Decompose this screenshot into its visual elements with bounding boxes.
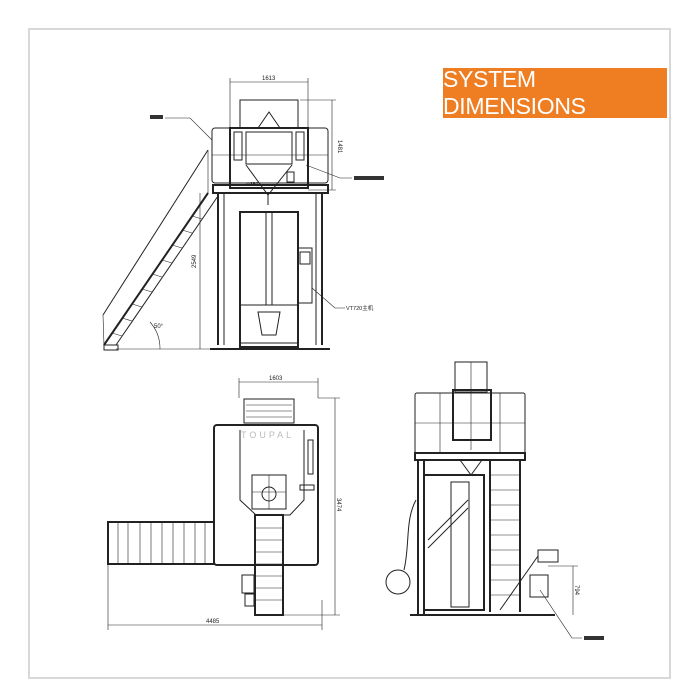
hopper-height-dim: 1481: [336, 140, 342, 154]
watermark: TOUPAL: [241, 430, 294, 440]
conveyor-height-dim: 794: [573, 585, 579, 596]
drawing-frame: [28, 28, 671, 679]
top-view: 1603 TOUPAL 3474: [107, 376, 341, 630]
system-dimensions-title: SYSTEM DIMENSIONS: [443, 66, 667, 119]
top-width-dim: 1603: [269, 376, 283, 382]
conveyor-callout-label: [584, 636, 604, 640]
platform-callout-label: [150, 115, 163, 119]
weigher-callout-label: [354, 176, 384, 180]
stair-angle: 50°: [154, 324, 164, 330]
front-total-height-dim: 2549: [192, 254, 198, 268]
front-width-dim: 1613: [262, 76, 276, 82]
front-view: 1613 1481 Φ350: [102, 76, 384, 351]
side-view: 794: [385, 361, 604, 640]
top-total-width-dim: 4485: [206, 619, 220, 625]
hole-dim: Φ350: [246, 182, 259, 188]
top-depth-dim: 3474: [335, 498, 341, 512]
machine-label: VT720主机: [346, 304, 374, 312]
